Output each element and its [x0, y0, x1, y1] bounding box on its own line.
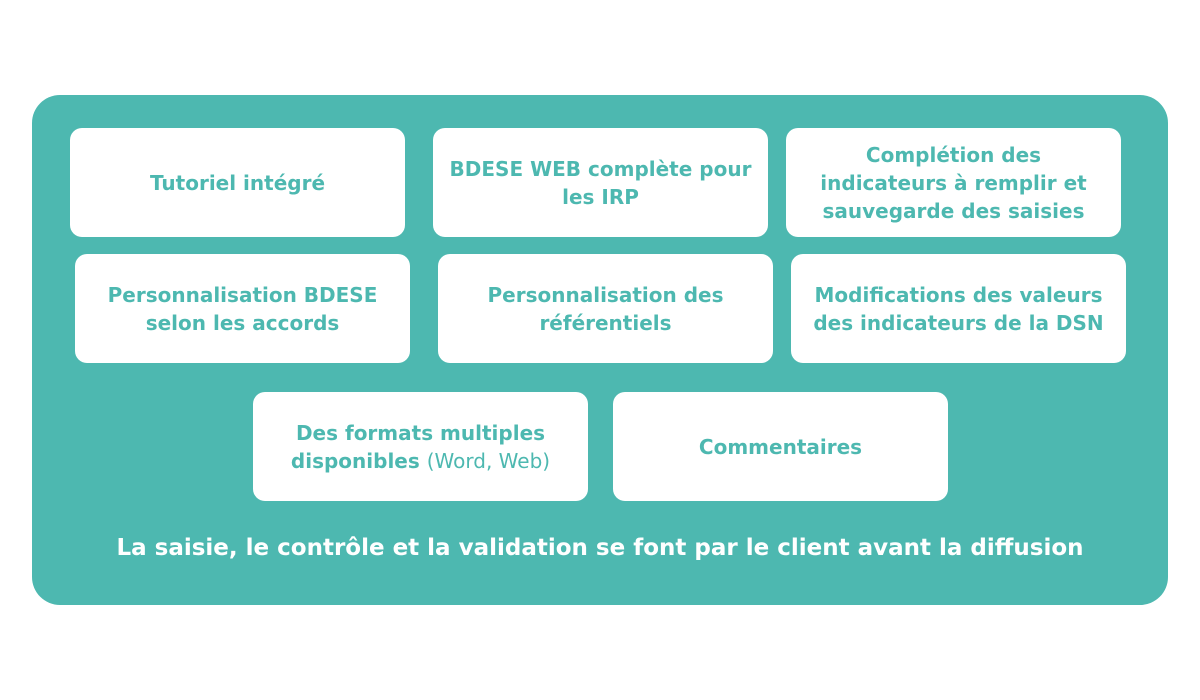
card-label: Personnalisation BDESE selon les accords: [107, 282, 378, 335]
feature-card-bdese-web: BDESE WEB complète pour les IRP: [433, 128, 768, 237]
feature-card-modifications-dsn: Modifications des valeurs des indicateur…: [791, 254, 1126, 363]
feature-card-personnalisation-bdese: Personnalisation BDESE selon les accords: [75, 254, 410, 363]
card-label: Des formats multiples disponibles: [290, 420, 546, 473]
feature-card-completion: Complétion des indicateurs à remplir et …: [786, 128, 1121, 237]
feature-card-personnalisation-referentiels: Personnalisation des référentiels: [438, 254, 773, 363]
footer-note: La saisie, le contrôle et la validation …: [116, 535, 1084, 561]
card-label: Modifications des valeurs des indicateur…: [813, 282, 1104, 335]
card-label-suffix: (Word, Web): [426, 448, 551, 473]
card-label: Tutoriel intégré: [149, 170, 326, 195]
card-label: BDESE WEB complète pour les IRP: [449, 156, 752, 209]
card-label: Personnalisation des référentiels: [487, 282, 724, 335]
card-label: Commentaires: [698, 434, 863, 459]
card-label: Complétion des indicateurs à remplir et …: [820, 142, 1087, 223]
feature-card-commentaires: Commentaires: [613, 392, 948, 501]
feature-card-formats: Des formats multiples disponibles (Word,…: [253, 392, 588, 501]
feature-card-tutorial: Tutoriel intégré: [70, 128, 405, 237]
